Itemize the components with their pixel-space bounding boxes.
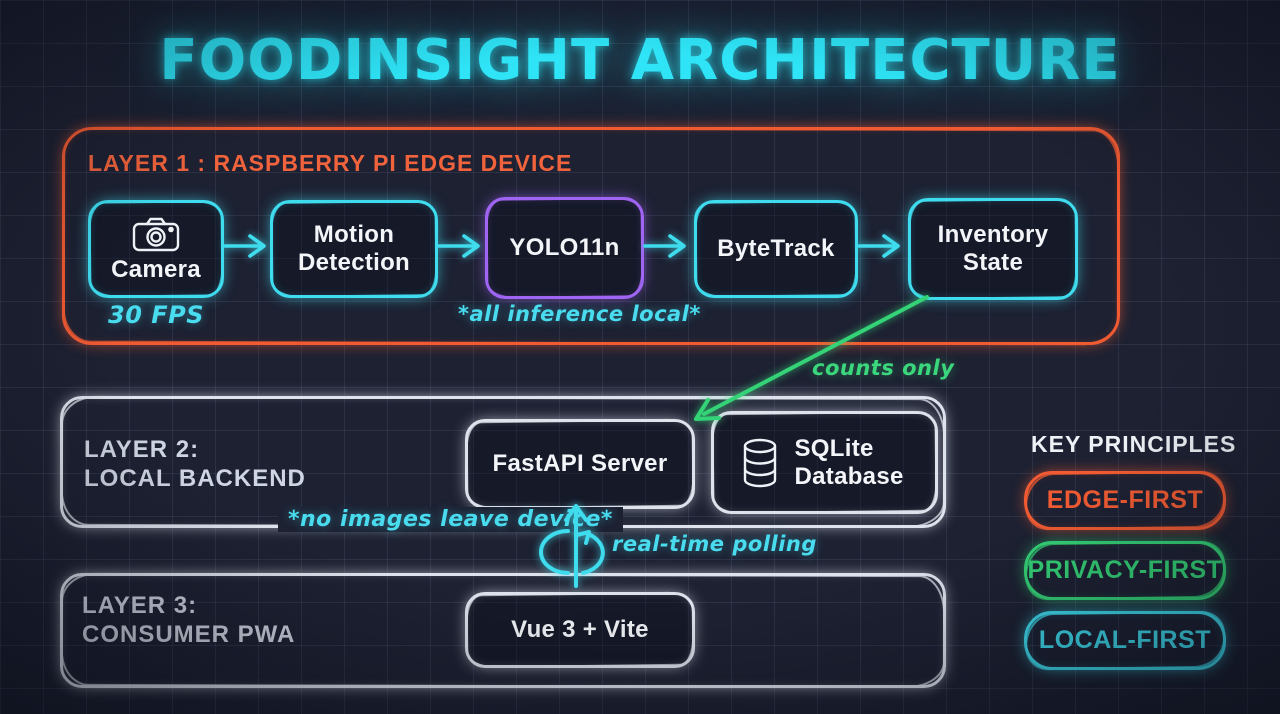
polling-label: real-time polling [612, 532, 817, 556]
layer2-label-line1: LAYER 2: [84, 436, 200, 463]
database-icon [739, 437, 781, 489]
node-label: Vue 3 + Vite [511, 616, 649, 644]
node-label: Motion Detection [297, 221, 411, 276]
layer2-label: LAYER 2: LOCAL BACKEND [84, 435, 306, 493]
node-yolo11n: YOLO11n [485, 197, 644, 299]
page-title: FOODINSIGHT ARCHITECTURE [159, 28, 1121, 93]
pill-label: LOCAL-FIRST [1038, 626, 1212, 654]
node-label: YOLO11n [509, 234, 620, 262]
flow-arrow-icon [643, 234, 686, 258]
pill-label: PRIVACY-FIRST [1027, 556, 1223, 584]
node-label: Inventory State [937, 221, 1049, 276]
node-vue-vite: Vue 3 + Vite [465, 592, 695, 668]
fps-note: 30 FPS [108, 301, 205, 329]
node-motion-detection: Motion Detection [270, 200, 438, 298]
flow-arrow-icon [437, 234, 480, 258]
layer3-label-line2: CONSUMER PWA [82, 621, 296, 648]
node-inventory-state: Inventory State [908, 198, 1078, 300]
counts-arrow-icon [694, 295, 929, 421]
layer1-label: LAYER 1 : RASPBERRY PI EDGE DEVICE [88, 150, 573, 176]
key-principles-title: KEY PRINCIPLES [1031, 431, 1237, 457]
node-label: ByteTrack [717, 235, 835, 263]
pill-local-first: LOCAL-FIRST [1024, 611, 1226, 670]
node-camera: Camera [88, 200, 224, 298]
camera-icon [130, 214, 182, 254]
node-label: FastAPI Server [492, 450, 668, 478]
flow-arrow-icon [857, 234, 900, 258]
refresh-loop-icon [539, 504, 605, 588]
node-label: SQLite Database [794, 434, 904, 490]
flow-arrow-icon [223, 234, 266, 258]
layer3-label-line1: LAYER 3: [82, 592, 198, 619]
node-bytetrack: ByteTrack [694, 200, 858, 298]
node-label: Camera [111, 256, 201, 284]
layer2-label-line2: LOCAL BACKEND [84, 465, 306, 492]
pill-privacy-first: PRIVACY-FIRST [1024, 541, 1226, 600]
pill-label: EDGE-FIRST [1046, 486, 1204, 514]
pill-edge-first: EDGE-FIRST [1024, 471, 1226, 530]
layer3-label: LAYER 3: CONSUMER PWA [82, 591, 295, 649]
inference-note: *all inference local* [458, 302, 701, 326]
